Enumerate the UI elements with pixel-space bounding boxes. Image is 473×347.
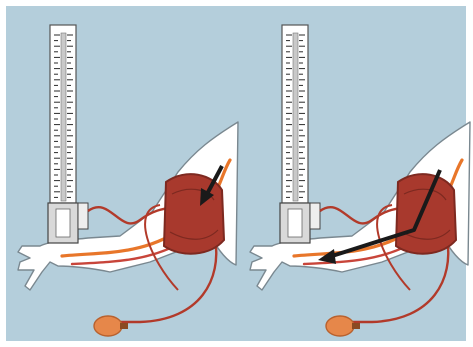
bulb-valve: [352, 323, 360, 329]
inflation-bulb-icon: [326, 316, 354, 336]
blood-pressure-cuff-icon: [164, 174, 224, 254]
reservoir-window: [288, 209, 302, 237]
blood-pressure-cuff-icon: [396, 174, 456, 254]
bulb-valve: [120, 323, 128, 329]
manometer-connector: [310, 203, 320, 229]
inflation-bulb-icon: [94, 316, 122, 336]
manometer-connector: [78, 203, 88, 229]
reservoir-window: [56, 209, 70, 237]
mercury-tube: [61, 33, 66, 201]
mercury-tube: [293, 33, 298, 201]
